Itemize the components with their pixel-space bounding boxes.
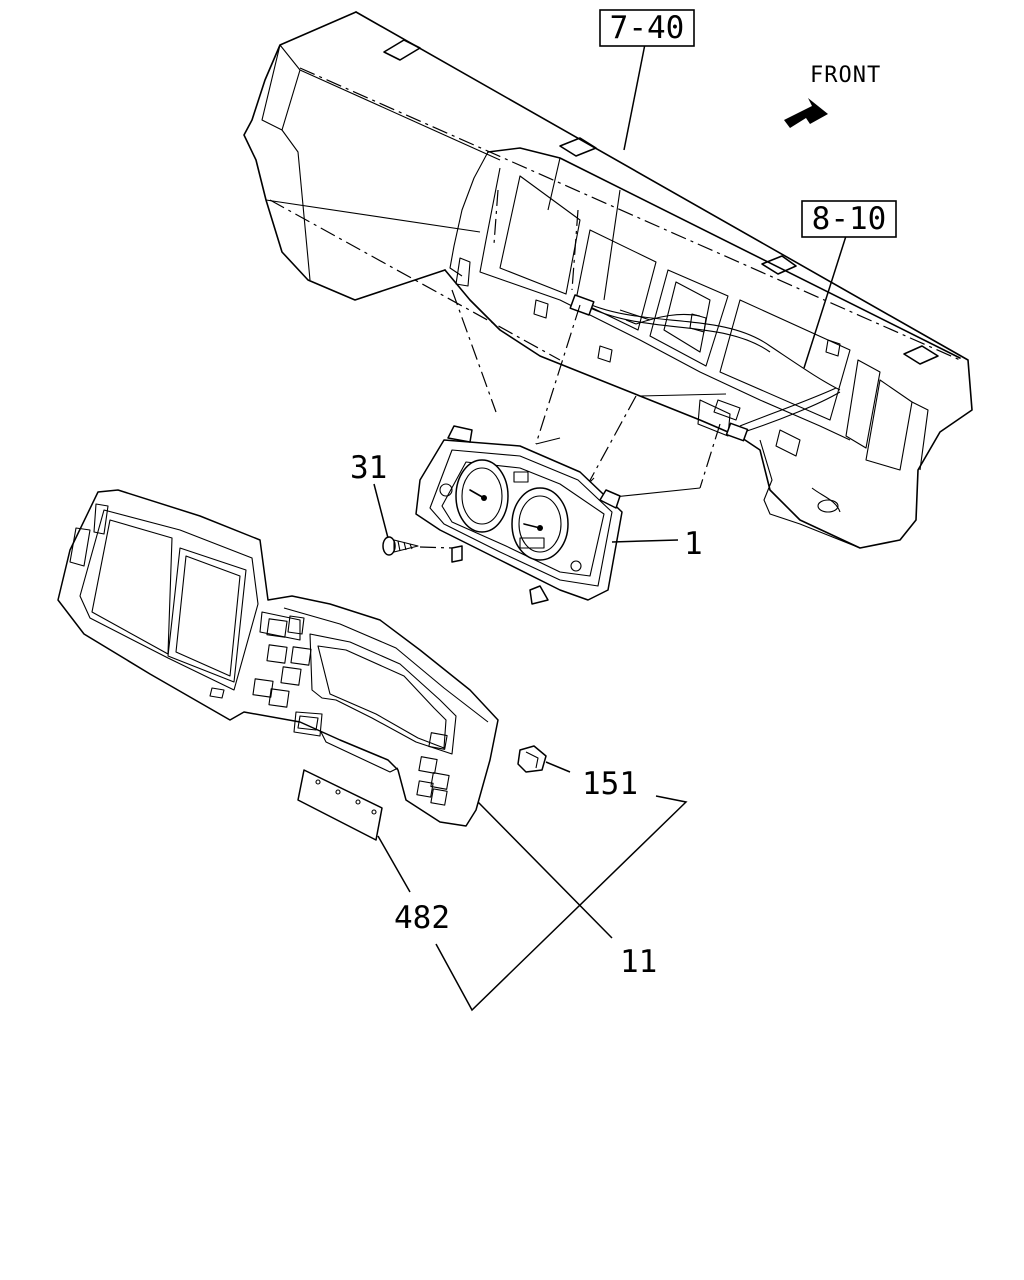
callout-151: 151: [582, 766, 638, 802]
callout-482: 482: [394, 900, 450, 936]
cluster-bezel: [57, 489, 499, 827]
upper-dashboard-panel: [243, 11, 973, 549]
callout-31: 31: [350, 450, 387, 486]
front-arrow-icon: [784, 98, 828, 128]
leader-lines: [373, 43, 847, 1012]
callout-8-10: 8-10: [801, 200, 897, 238]
front-label: FRONT: [810, 63, 881, 88]
meter-assembly: [415, 425, 623, 605]
screw-part: [382, 536, 453, 556]
callout-7-40: 7-40: [599, 9, 695, 47]
callout-7-40-text: 7-40: [610, 10, 685, 46]
label-plate: [297, 769, 383, 841]
wiring-harness: [569, 294, 841, 442]
callout-8-10-text: 8-10: [812, 201, 887, 237]
clip-part: [517, 745, 547, 773]
callout-11: 11: [620, 944, 657, 980]
callout-1: 1: [684, 526, 703, 562]
